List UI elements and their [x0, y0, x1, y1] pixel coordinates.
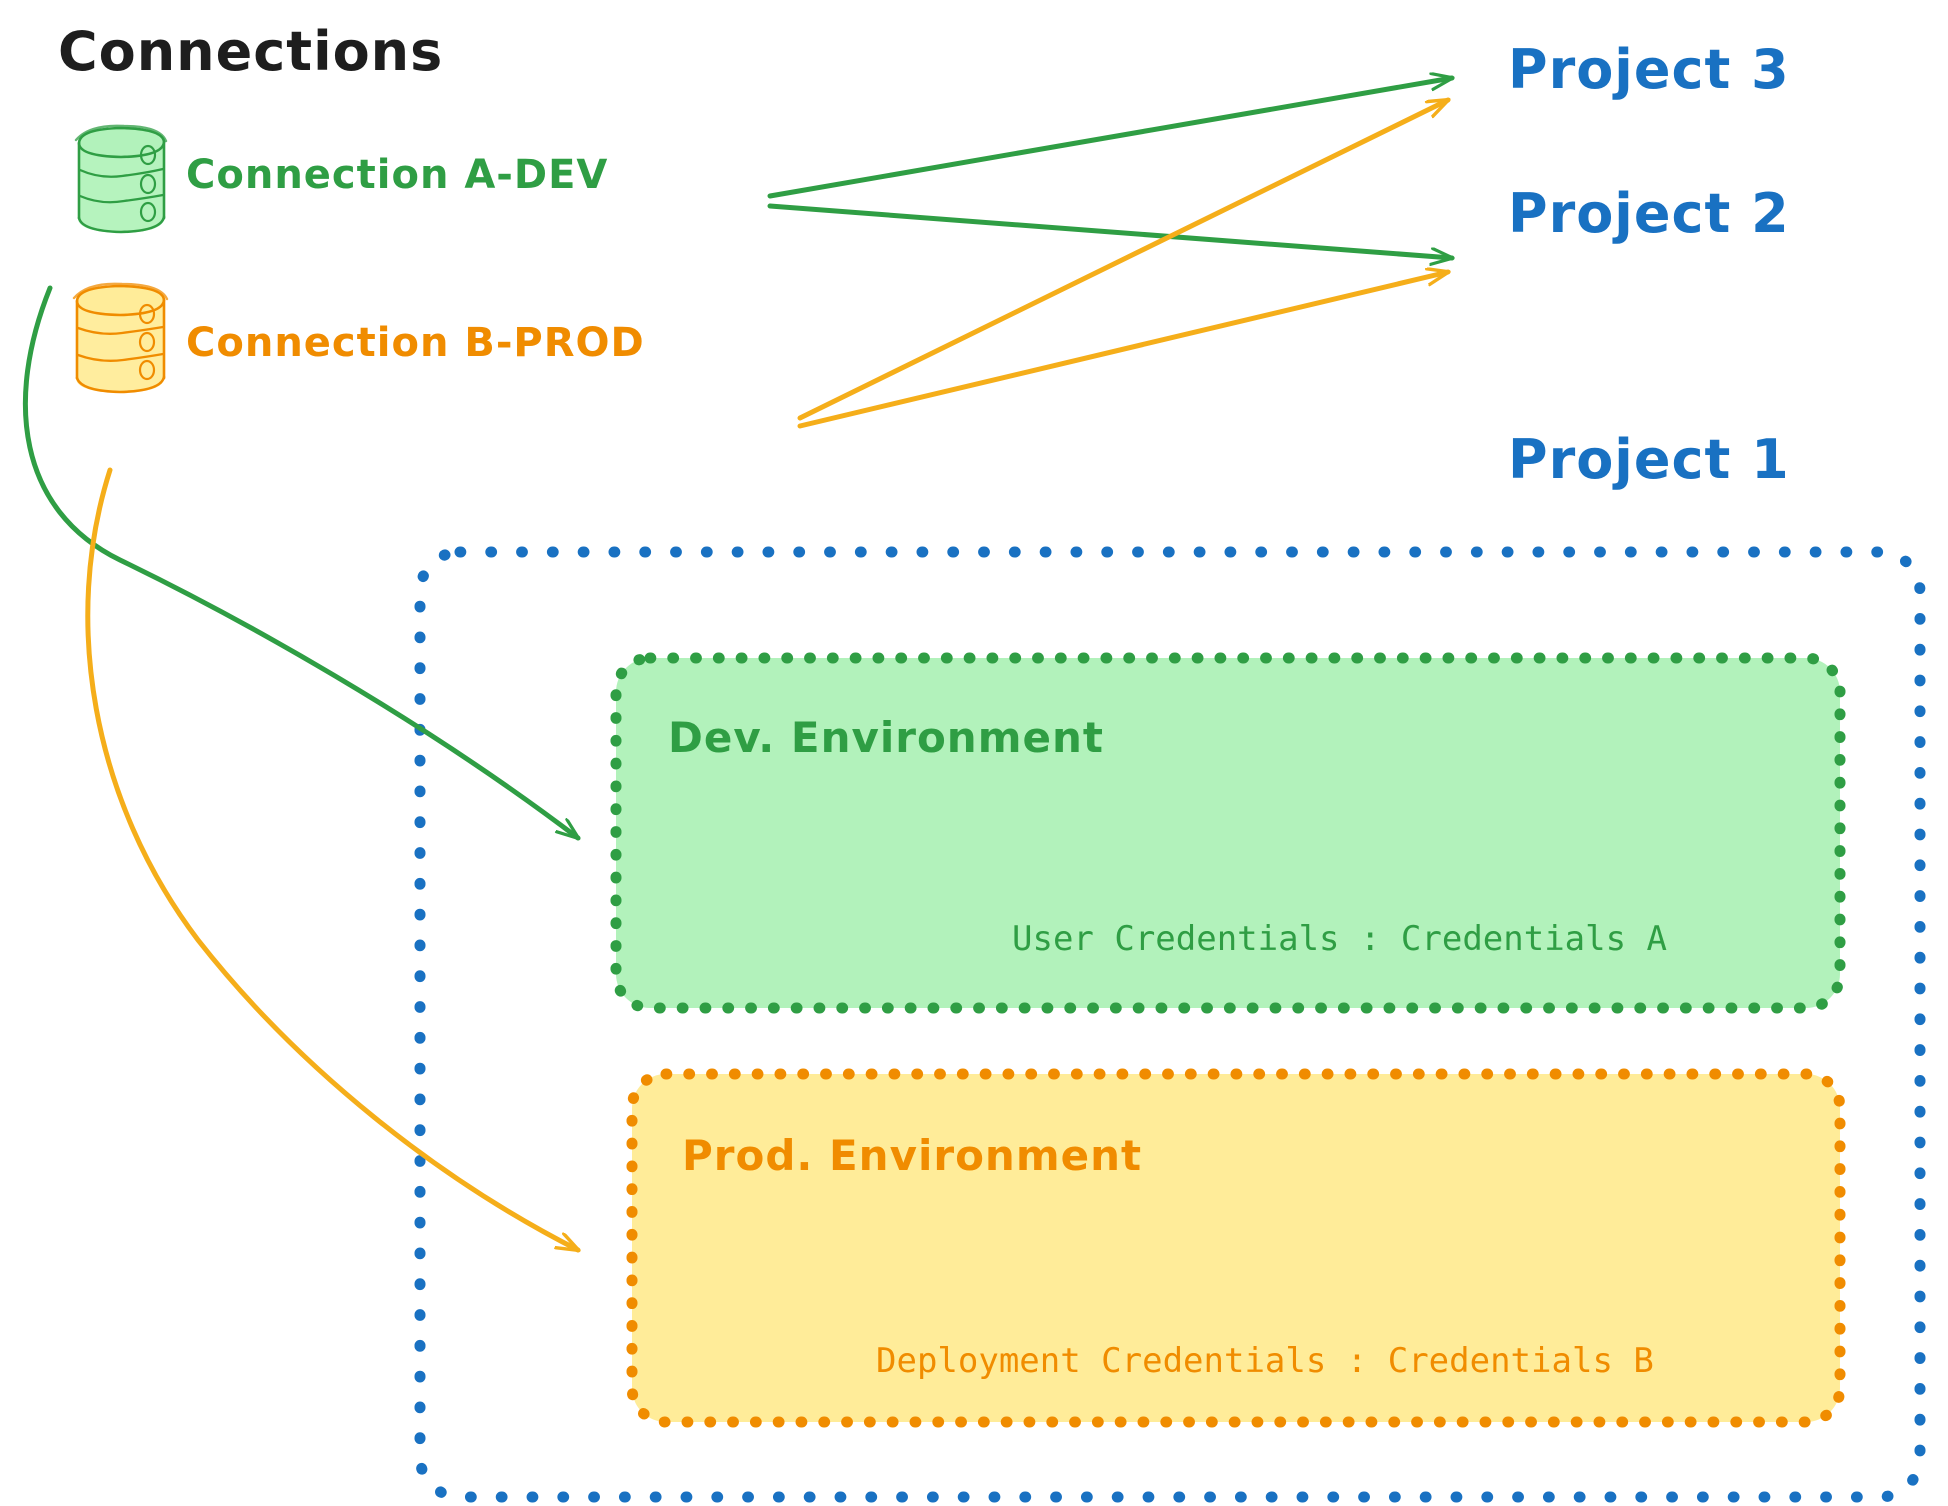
title-text: Connections	[58, 20, 443, 83]
database-cylinder-icon-orange	[72, 282, 169, 394]
dev-environment-credentials: User Credentials : Credentials A	[1012, 919, 1667, 959]
arrow-b-prod-to-project-3	[797, 97, 1448, 421]
prod-environment-border	[626, 1068, 1846, 1428]
prod-environment-box[interactable]: Prod. Environment Deployment Credentials…	[626, 1068, 1846, 1428]
arrow-a-dev-to-dev-environment	[22, 285, 581, 841]
dev-environment-title: Dev. Environment	[668, 713, 1104, 762]
connection-label-a-dev[interactable]: Connection A-DEV	[186, 152, 608, 198]
arrow-a-dev-to-project-2	[767, 203, 1452, 258]
prod-environment-title: Prod. Environment	[682, 1131, 1142, 1180]
dev-environment-box[interactable]: Dev. Environment User Credentials : Cred…	[610, 652, 1846, 1014]
diagram-title: Connections	[58, 20, 443, 83]
arrow-b-prod-to-prod-environment	[85, 467, 578, 1253]
project-1-container	[414, 546, 1926, 1503]
arrow-a-dev-to-project-3	[767, 78, 1452, 199]
database-cylinder-icon-green	[74, 124, 168, 234]
prod-environment-credentials: Deployment Credentials : Credentials B	[876, 1341, 1654, 1381]
project-label-3[interactable]: Project 3	[1508, 38, 1790, 101]
project-label-2[interactable]: Project 2	[1508, 182, 1790, 245]
connection-label-b-prod[interactable]: Connection B-PROD	[186, 320, 645, 366]
project-label-1[interactable]: Project 1	[1508, 428, 1790, 491]
arrow-b-prod-to-project-2	[797, 272, 1448, 429]
dev-environment-border	[610, 652, 1846, 1014]
